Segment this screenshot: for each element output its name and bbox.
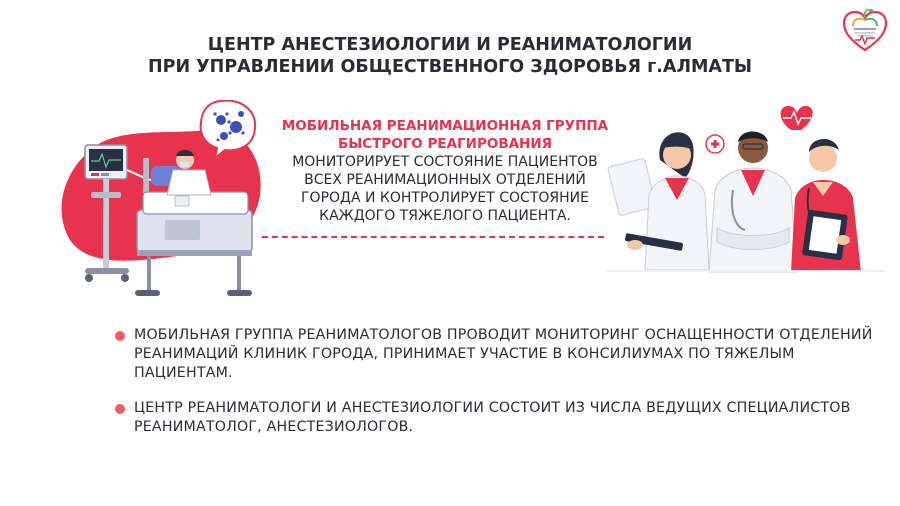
- hospital-bed-illustration: [61, 100, 261, 296]
- description-line-1: МОНИТОРИРУЕТ СОСТОЯНИЕ ПАЦИЕНТОВ: [292, 154, 598, 170]
- female-doctor: [625, 132, 710, 271]
- heart-logo-icon: [842, 8, 888, 52]
- bullet-item: ЦЕНТР РЕАНИМАТОЛОГИ И АНЕСТЕЗИОЛОГИИ СОС…: [110, 399, 870, 437]
- bullet-dot-icon: [115, 404, 125, 414]
- virus-bubble: [199, 100, 257, 161]
- bullet-item: МОБИЛЬНАЯ ГРУППА РЕАНИМАТОЛОГОВ ПРОВОДИТ…: [110, 326, 873, 383]
- description-line-3: ГОРОДА И КОНТРОЛИРУЕТ СОСТОЯНИЕ: [301, 190, 589, 206]
- bullet-dot-icon: [115, 331, 125, 341]
- highlight-line-2: БЫСТРОГО РЕАГИРОВАНИЯ: [337, 136, 553, 152]
- male-doctor-right: [791, 138, 861, 272]
- bullet-1-line-1: МОБИЛЬНАЯ ГРУППА РЕАНИМАТОЛОГОВ ПРОВОДИТ…: [134, 327, 873, 343]
- highlight-line-1: МОБИЛЬНАЯ РЕАНИМАЦИОННАЯ ГРУППА: [281, 118, 609, 134]
- title-line-2: ПРИ УПРАВЛЕНИИ ОБЩЕСТВЕННОГО ЗДОРОВЬЯ г.…: [147, 57, 753, 77]
- male-doctor-center: [708, 131, 798, 273]
- bullet-list: МОБИЛЬНАЯ ГРУППА РЕАНИМАТОЛОГОВ ПРОВОДИТ…: [110, 326, 873, 453]
- bullet-2-line-1: ЦЕНТР РЕАНИМАТОЛОГИ И АНЕСТЕЗИОЛОГИИ СОС…: [134, 400, 851, 416]
- medical-cross-icon: [705, 134, 725, 154]
- heart-icon: [780, 105, 813, 130]
- bullet-text: ЦЕНТР РЕАНИМАТОЛОГИ И АНЕСТЕЗИОЛОГИИ СОС…: [134, 399, 870, 437]
- virus-icon: [213, 111, 245, 142]
- medical-team-illustration: [605, 105, 885, 273]
- group-description: МОБИЛЬНАЯ РЕАНИМАЦИОННАЯ ГРУППА БЫСТРОГО…: [280, 117, 610, 225]
- description-line-2: ВСЕХ РЕАНИМАЦИОННЫХ ОТДЕЛЕНИЙ: [304, 172, 586, 188]
- page-title: ЦЕНТР АНЕСТЕЗИОЛОГИИ И РЕАНИМАТОЛОГИИ ПР…: [0, 34, 900, 78]
- bullet-text: МОБИЛЬНАЯ ГРУППА РЕАНИМАТОЛОГОВ ПРОВОДИТ…: [134, 326, 873, 383]
- title-line-1: ЦЕНТР АНЕСТЕЗИОЛОГИИ И РЕАНИМАТОЛОГИИ: [207, 35, 693, 55]
- description-line-4: КАЖДОГО ТЯЖЕЛОГО ПАЦИЕНТА.: [319, 208, 571, 224]
- bullet-1-line-3: ПАЦИЕНТАМ.: [134, 365, 233, 381]
- dashed-connector: [262, 236, 604, 238]
- bullet-2-line-2: РЕАНИМАТОЛОГ, АНЕСТЕЗИОЛОГОВ.: [134, 419, 414, 435]
- bullet-1-line-2: РЕАНИМАЦИЙ КЛИНИК ГОРОДА, ПРИНИМАЕТ УЧАС…: [134, 346, 795, 362]
